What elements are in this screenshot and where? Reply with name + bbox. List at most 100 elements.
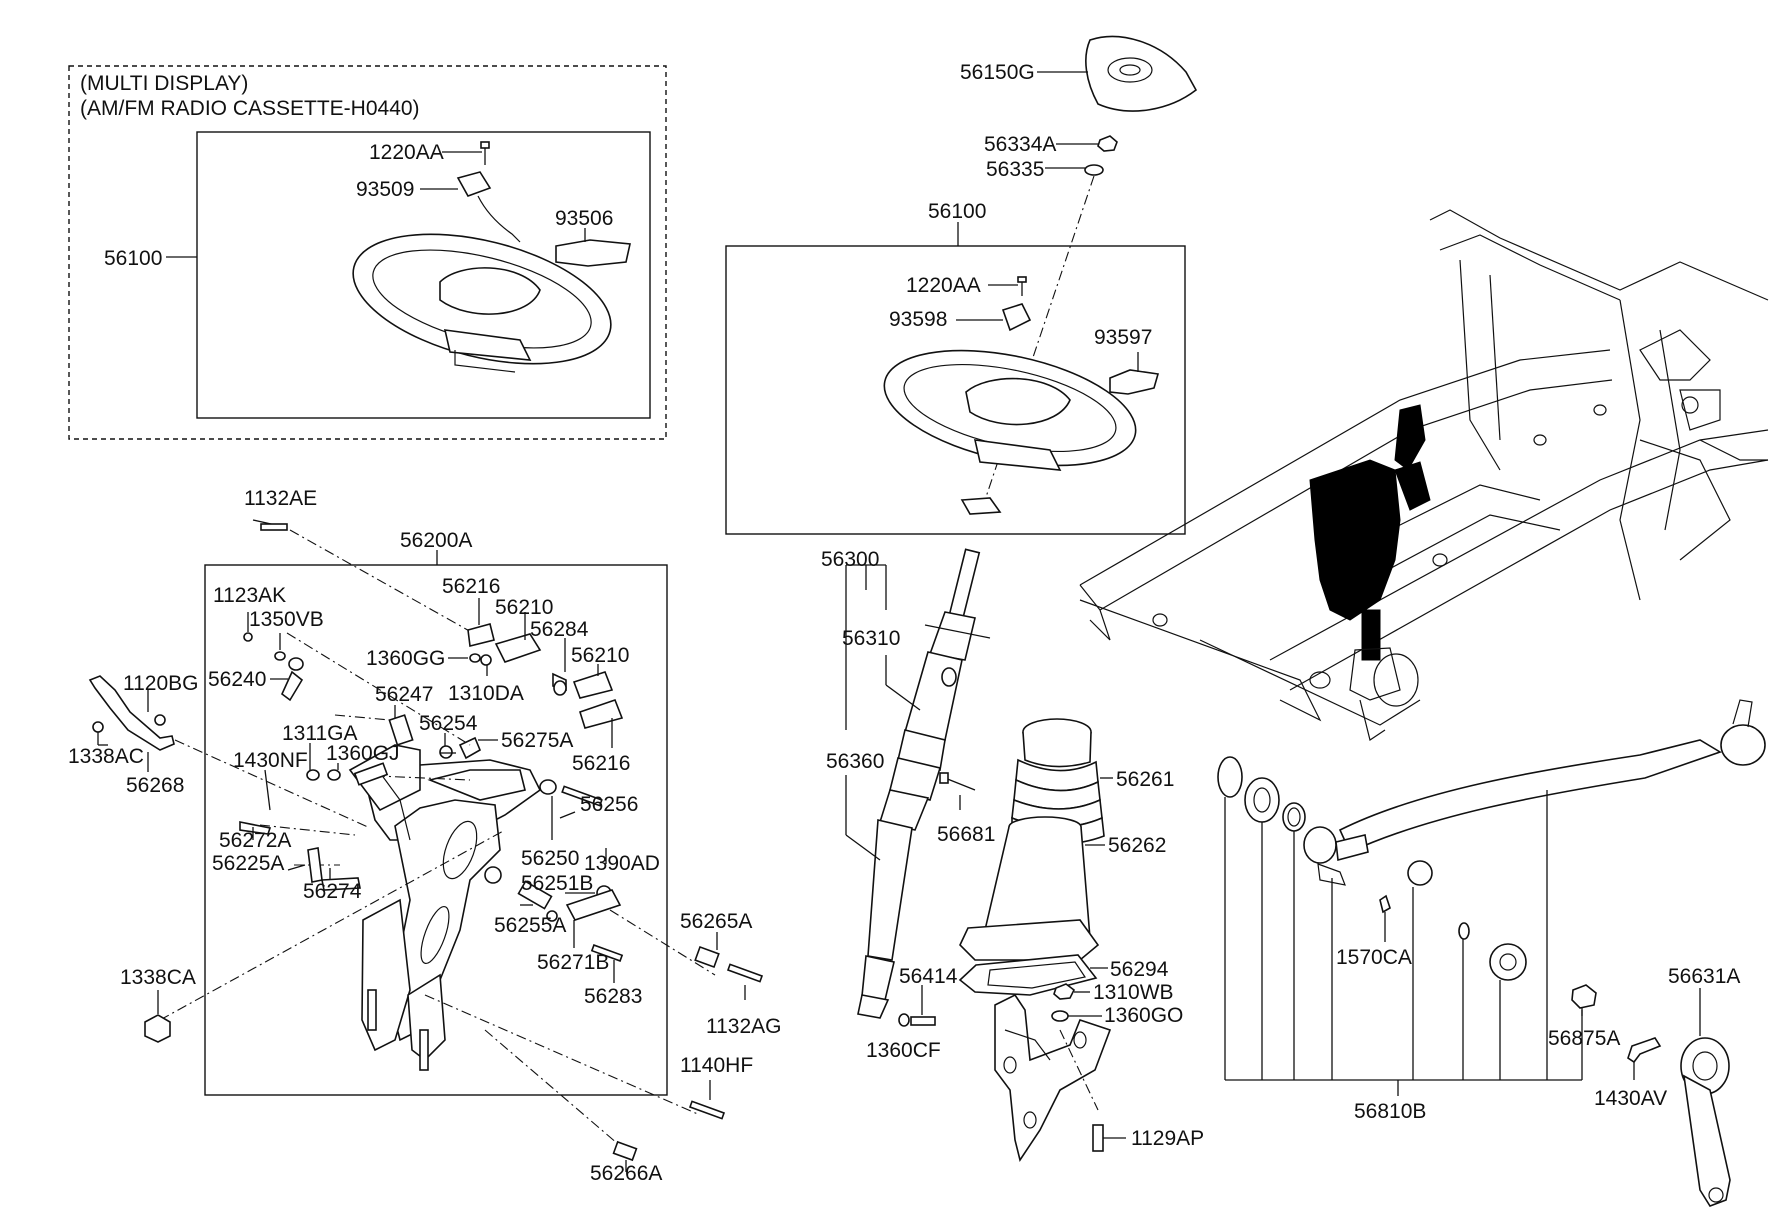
label-1123AK: 1123AK: [213, 584, 286, 607]
label-56294: 56294: [1110, 958, 1169, 981]
label-1310DA: 1310DA: [448, 682, 524, 705]
grease-nipple-1570CA: [1379, 894, 1391, 914]
label-56300: 56300: [821, 548, 879, 571]
label-56284: 56284: [530, 618, 589, 641]
label-56247: 56247: [375, 683, 433, 706]
label-56254: 56254: [419, 712, 478, 735]
steering-column-drawing: [857, 548, 991, 1019]
label-56250: 56250: [521, 847, 579, 870]
washer-56335: [1084, 164, 1104, 176]
label-56810B: 56810B: [1354, 1100, 1426, 1123]
washer-1360GO: [1051, 1010, 1069, 1022]
vehicle-frame-drawing: [1079, 209, 1769, 741]
label-56150G: 56150G: [960, 61, 1035, 84]
label-56310: 56310: [842, 627, 900, 650]
ring-3: [1282, 802, 1306, 832]
label-56268: 56268: [126, 774, 184, 797]
label-1570CA: 1570CA: [1336, 946, 1412, 969]
bolt-1132AE: [260, 523, 288, 531]
nut-1310WB: [1053, 983, 1076, 1000]
label-56265A: 56265A: [680, 910, 752, 933]
label-56251B: 56251B: [521, 872, 593, 895]
label-56283: 56283: [584, 985, 642, 1008]
label-56225A: 56225A: [212, 852, 284, 875]
bushing-56265A: [694, 945, 720, 969]
clip-1430AV: [1627, 1037, 1662, 1064]
label-1360GO: 1360GO: [1104, 1004, 1183, 1027]
ring-1: [1217, 756, 1243, 798]
label-56360: 56360: [826, 750, 884, 773]
boot-bracket-group: 56261 56262 56294 1310WB 1360GO: [958, 718, 1204, 1162]
pedal-body-drawing: [348, 744, 542, 1071]
ring-2: [1244, 777, 1280, 823]
label-56272A: 56272A: [219, 829, 291, 852]
label-56100-top: 56100: [928, 200, 986, 223]
label-56414: 56414: [899, 965, 958, 988]
pedal-bracket-frame: [204, 564, 668, 1096]
label-1338CA: 1338CA: [120, 966, 196, 989]
label-56216-top: 56216: [442, 575, 500, 598]
label-56216-b: 56216: [572, 752, 630, 775]
pitman-arm-drawing: [1680, 1037, 1731, 1207]
nut-1338CA: [144, 1014, 171, 1043]
label-1129AP: 1129AP: [1131, 1127, 1204, 1150]
label-56631A: 56631A: [1668, 965, 1740, 988]
multi-display-title-line2: (AM/FM RADIO CASSETTE-H0440): [80, 97, 420, 120]
pin-56266A: [612, 1140, 638, 1162]
horn-pad-drawing: [1085, 35, 1198, 112]
center-steering-wheel-frame: [725, 245, 1186, 535]
label-1350VB: 1350VB: [249, 608, 324, 631]
label-1360GJ: 1360GJ: [326, 742, 400, 765]
gearbox-black: [1309, 459, 1401, 621]
label-56240: 56240: [208, 668, 266, 691]
label-1430AV: 1430AV: [1594, 1087, 1667, 1110]
bushing-1: [1407, 860, 1433, 886]
bolt-56414: [910, 1016, 936, 1026]
gasket-56294-drawing: [958, 954, 1098, 996]
label-1310WB: 1310WB: [1093, 981, 1174, 1004]
label-1390AD: 1390AD: [584, 852, 660, 875]
nut-56875A: [1571, 984, 1597, 1009]
label-93506: 93506: [555, 207, 613, 230]
left-steering-wheel-drawing: [352, 141, 631, 373]
cover-56262-drawing: [959, 816, 1100, 961]
label-56200A: 56200A: [400, 529, 472, 552]
nut-56334A: [1097, 135, 1118, 152]
label-93597: 93597: [1094, 326, 1152, 349]
label-93598: 93598: [889, 308, 947, 331]
label-56255A: 56255A: [494, 914, 566, 937]
bolt-1140HF: [688, 1100, 726, 1120]
drag-link-drawing: [1303, 699, 1766, 886]
label-1132AE: 1132AE: [244, 487, 317, 510]
label-1360GG: 1360GG: [366, 647, 445, 670]
bolt-1129AP: [1092, 1124, 1104, 1152]
label-1140HF: 1140HF: [680, 1054, 753, 1077]
label-56875A: 56875A: [1548, 1027, 1620, 1050]
pedal-right-parts-drawing: [239, 762, 624, 962]
mount-bracket-drawing: [994, 993, 1112, 1162]
label-56275A: 56275A: [501, 729, 573, 752]
label-56335: 56335: [986, 158, 1044, 181]
label-1311GA: 1311GA: [282, 722, 358, 745]
label-56681: 56681: [937, 823, 995, 846]
multi-display-dashed-frame: [68, 65, 667, 440]
center-steering-group: 56150G 56334A 56335 56100: [725, 35, 1198, 535]
bushing-2: [1489, 943, 1527, 981]
bolt-1132AG: [726, 963, 764, 983]
label-56262: 56262: [1108, 834, 1166, 857]
label-56271B: 56271B: [537, 951, 609, 974]
left-steering-wheel-frame: [196, 131, 651, 419]
label-56266A: 56266A: [590, 1162, 662, 1185]
pedal-bracket-group: 1132AE 56200A: [68, 487, 782, 1185]
label-1360CF: 1360CF: [866, 1039, 941, 1062]
label-1220AA-right: 1220AA: [906, 274, 981, 297]
label-1120BG: 1120BG: [123, 672, 199, 695]
bracket-56268: [88, 675, 175, 751]
center-steering-wheel-drawing: [883, 276, 1160, 515]
multi-display-title-line1: (MULTI DISPLAY): [80, 72, 248, 95]
steering-column-group: 56300 56310 56360 56681 56414 1360CF: [821, 548, 995, 1062]
pedal-small-parts-drawing: [243, 623, 624, 760]
label-56261: 56261: [1116, 768, 1174, 791]
label-56100-left: 56100: [104, 247, 162, 270]
